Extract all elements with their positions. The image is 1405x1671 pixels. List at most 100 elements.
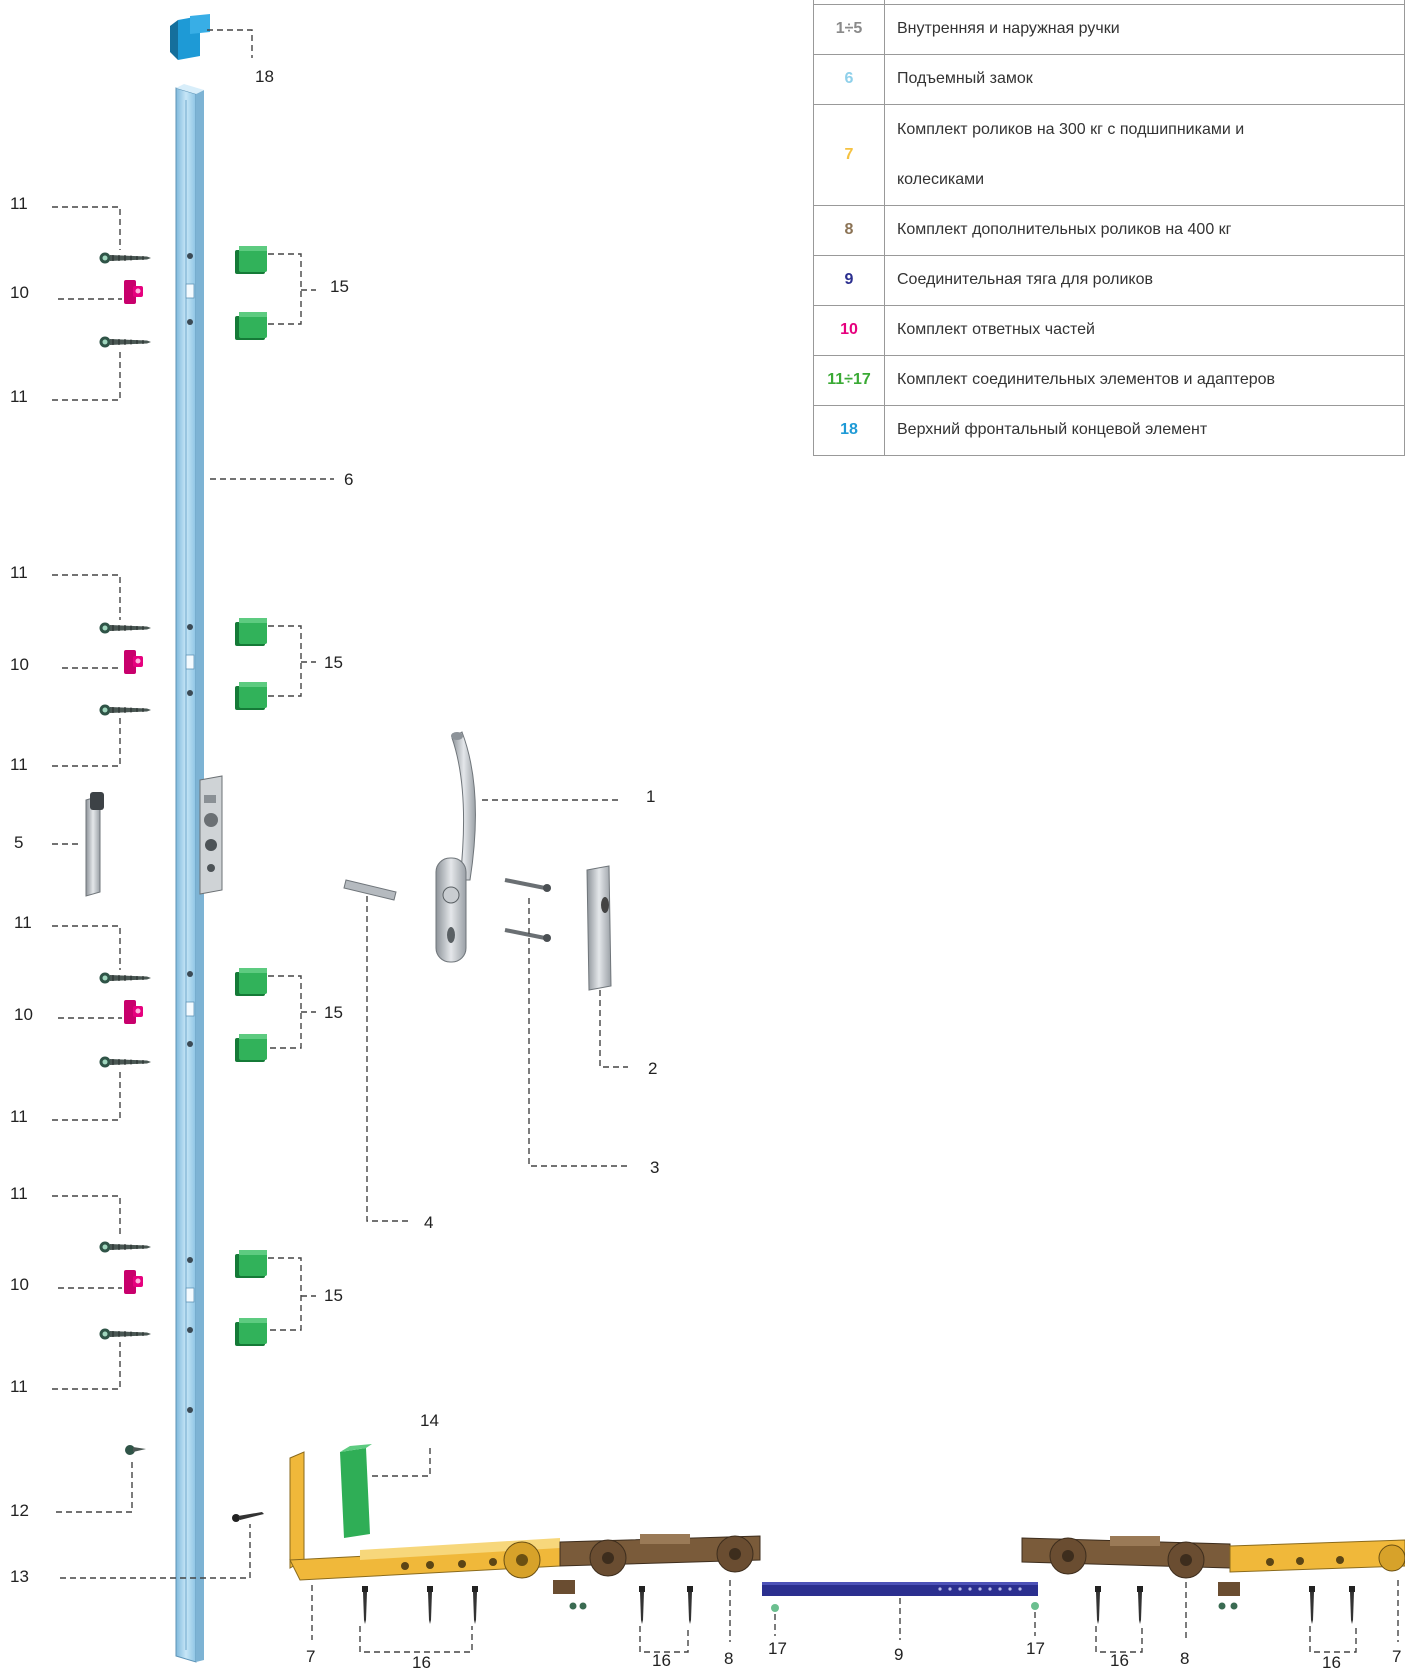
small-handle-plate-part [85,792,104,897]
leader-11b [52,350,121,401]
label-16: 16 [412,1653,431,1671]
leader-18 [207,29,253,58]
part-description-cell: Подъемный замок [884,53,1405,105]
small-screw-12 [125,1445,146,1455]
label-15: 15 [330,277,349,296]
part-number-cell: 18 [813,404,885,456]
label-6: 6 [344,470,353,489]
label-16: 16 [652,1651,671,1670]
part-number-cell: 11÷17 [813,354,885,406]
description-line: колесиками [897,170,985,188]
label-8: 8 [1180,1649,1189,1668]
label-7: 7 [306,1647,315,1666]
leader-15d [268,1257,316,1331]
leader-12 [56,1460,133,1513]
label-18: 18 [255,67,274,86]
part-description-cell: Верхний фронтальный концевой элемент [884,404,1405,456]
leader-13 [60,1524,251,1579]
label-10: 10 [10,1275,29,1294]
label-14: 14 [420,1411,439,1430]
label-1: 1 [646,787,655,806]
part-number-cell: 7 [813,103,885,206]
leader-16-mid [639,1626,689,1653]
label-15: 15 [324,653,343,672]
label-9: 9 [894,1645,903,1664]
label-2: 2 [648,1059,657,1078]
part-number-cell: 8 [813,204,885,256]
label-15: 15 [324,1003,343,1022]
pin-17-left [771,1604,779,1612]
label-11: 11 [10,387,28,406]
top-end-cap-part [170,14,210,60]
label-8: 8 [724,1649,733,1668]
label-7: 7 [1392,1647,1401,1666]
part-description-cell: Комплект дополнительных роликов на 400 к… [884,204,1405,256]
label-11: 11 [10,1107,28,1126]
label-11: 11 [10,755,28,774]
leader-16-far [1309,1626,1357,1653]
part-description-cell: Внутренняя и наружная ручки [884,3,1405,55]
leader-11h [52,1342,121,1390]
leader-16-left [359,1626,473,1653]
handle-part [435,731,476,963]
roller-carriage-right [1021,1536,1405,1624]
label-12: 12 [10,1501,29,1520]
screw-13 [232,1512,264,1522]
leader-3 [528,898,630,1167]
leader-11d [52,718,121,767]
label-11: 11 [14,913,32,932]
leader-4 [366,896,412,1222]
label-4: 4 [424,1213,433,1232]
part-description-cell: Соединительная тяга для роликов [884,254,1405,306]
part-number-cell: 9 [813,254,885,306]
part-number-cell: 6 [813,53,885,105]
handle-screws-part [504,878,551,942]
label-11: 11 [10,194,28,213]
label-10: 10 [14,1005,33,1024]
label-11: 11 [10,1377,28,1396]
leader-11e [52,925,121,970]
connecting-rod-part [762,1582,1039,1612]
description-line: Комплект роликов на 300 кг с подшипникам… [897,120,1245,138]
leader-15b [268,625,316,697]
label-3: 3 [650,1158,659,1177]
leader-2 [599,990,628,1068]
lifting-lock-bar-part [175,84,223,1663]
leader-15c [268,975,316,1049]
leader-11c [52,574,121,620]
label-15: 15 [324,1286,343,1305]
label-11: 11 [10,1184,28,1203]
end-adapter-14 [340,1444,372,1538]
leader-14 [372,1448,431,1477]
part-description-cell: Комплект ответных частей [884,304,1405,356]
spindle-part [343,879,397,901]
leader-11g [52,1195,121,1238]
label-10: 10 [10,283,29,302]
leader-11f [52,1070,121,1121]
label-10: 10 [10,655,29,674]
leader-11a [52,206,121,250]
outer-plate-part [586,865,612,991]
label-13: 13 [10,1567,29,1586]
leader-16-right [1095,1626,1143,1653]
label-5: 5 [14,833,23,852]
label-16: 16 [1110,1651,1129,1670]
part-description-cell: Комплект роликов на 300 кг с подшипникам… [884,103,1405,206]
table-row: 7 Комплект роликов на 300 кг с подшипника… [813,103,1405,206]
part-number-cell: 10 [813,304,885,356]
label-17: 17 [768,1639,787,1658]
label-11: 11 [10,563,28,582]
label-16: 16 [1322,1653,1341,1671]
pin-17-right [1031,1602,1039,1610]
part-description-cell: Комплект соединительных элементов и адап… [884,354,1405,406]
roller-carriage-left [289,1451,761,1624]
